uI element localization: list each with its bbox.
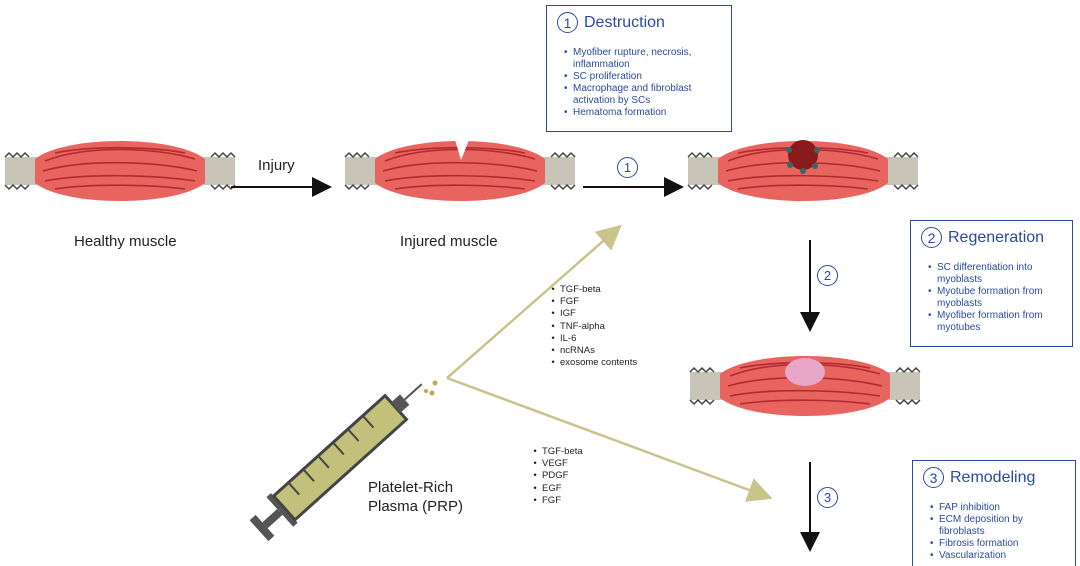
step-item: SC proliferation bbox=[573, 71, 721, 83]
factor-item: VEGF bbox=[542, 458, 583, 470]
syringe-icon bbox=[249, 383, 423, 542]
factor-item: TNF-alpha bbox=[560, 321, 637, 333]
step-item: Myotube formation from myoblasts bbox=[937, 286, 1062, 310]
factors-lower-list: TGF-beta VEGF PDGF EGF FGF bbox=[532, 446, 583, 507]
factor-item: FGF bbox=[560, 296, 637, 308]
step-item: Hematoma formation bbox=[573, 107, 721, 119]
regeneration-box: 2 Regeneration SC differentiation into my… bbox=[910, 220, 1073, 347]
factors-upper-list: TGF-beta FGF IGF TNF-alpha IL-6 ncRNAs e… bbox=[550, 284, 637, 369]
step-title: Remodeling bbox=[950, 468, 1036, 486]
step1-marker: 1 bbox=[617, 157, 638, 178]
step2-marker: 2 bbox=[817, 265, 838, 286]
step-item: Myofiber formation from myotubes bbox=[937, 310, 1062, 334]
factor-item: FGF bbox=[542, 495, 583, 507]
prp-arrow-lower bbox=[446, 376, 773, 502]
step-item: ECM deposition by fibroblasts bbox=[939, 514, 1065, 538]
regenerating-fibers bbox=[785, 358, 825, 386]
factor-item: IGF bbox=[560, 308, 637, 320]
prp-label: Platelet-Rich Plasma (PRP) bbox=[368, 479, 464, 515]
hematoma bbox=[788, 140, 818, 170]
factor-item: TGF-beta bbox=[542, 446, 583, 458]
remodeling-box: 3 Remodeling FAP inhibition ECM depositio… bbox=[912, 460, 1076, 566]
prp-arrow-upper bbox=[446, 224, 622, 379]
injured-muscle-label: Injured muscle bbox=[400, 233, 498, 250]
satellite-cells bbox=[786, 147, 820, 174]
healthy-muscle bbox=[4, 140, 236, 202]
factor-item: PDGF bbox=[542, 470, 583, 482]
destruction-box: 1 Destruction Myofiber rupture, necrosis,… bbox=[546, 5, 732, 132]
factor-item: IL-6 bbox=[560, 333, 637, 345]
injury-notch bbox=[455, 140, 469, 160]
step-number: 1 bbox=[557, 12, 578, 33]
healthy-muscle-label: Healthy muscle bbox=[74, 233, 177, 250]
step-number: 3 bbox=[923, 467, 944, 488]
step-item: SC differentiation into myoblasts bbox=[937, 262, 1062, 286]
step-item: Vascularization bbox=[939, 550, 1065, 562]
prp-drops bbox=[424, 380, 438, 396]
step-title: Destruction bbox=[584, 13, 665, 31]
injury-label: Injury bbox=[258, 157, 295, 174]
factor-item: ncRNAs bbox=[560, 345, 637, 357]
step-item: Macrophage and fibroblast activation by … bbox=[573, 83, 721, 107]
step-title: Regeneration bbox=[948, 228, 1045, 246]
factor-item: EGF bbox=[542, 483, 583, 495]
factor-item: TGF-beta bbox=[560, 284, 637, 296]
step-item: FAP inhibition bbox=[939, 502, 1065, 514]
step-item: Fibrosis formation bbox=[939, 538, 1065, 550]
step3-marker: 3 bbox=[817, 487, 838, 508]
factor-item: exosome contents bbox=[560, 357, 637, 369]
step-number: 2 bbox=[921, 227, 942, 248]
step-item: Myofiber rupture, necrosis, inflammation bbox=[573, 47, 721, 71]
